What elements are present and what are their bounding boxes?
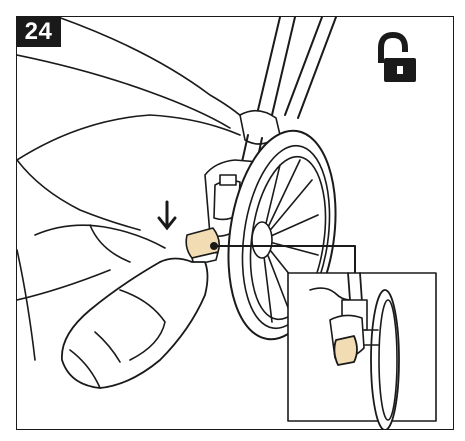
detail-inset — [287, 272, 437, 429]
unlocked-padlock-icon — [378, 31, 416, 82]
foot-pressing-pedal — [61, 257, 209, 389]
callout-leader-line — [210, 242, 356, 276]
down-arrow-icon — [157, 200, 177, 231]
step-number-badge: 24 — [16, 16, 61, 47]
illustration-frame — [16, 16, 454, 430]
